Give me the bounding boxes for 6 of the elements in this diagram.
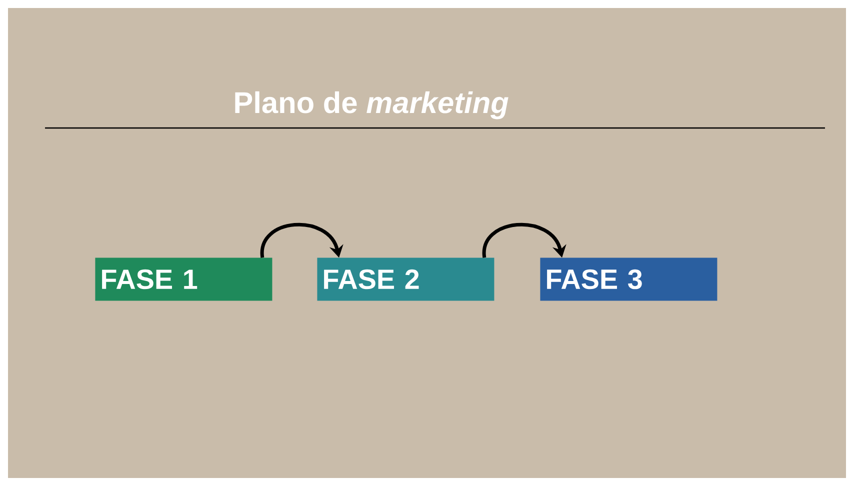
title: Plano de marketing — [235, 91, 508, 120]
phase-box: FASE 2 — [317, 258, 494, 301]
phase-box: FASE 1 — [95, 258, 272, 301]
curved-arrow — [260, 223, 344, 258]
curved-arrow — [482, 223, 566, 258]
phase-box: FASE 3 — [540, 258, 718, 301]
